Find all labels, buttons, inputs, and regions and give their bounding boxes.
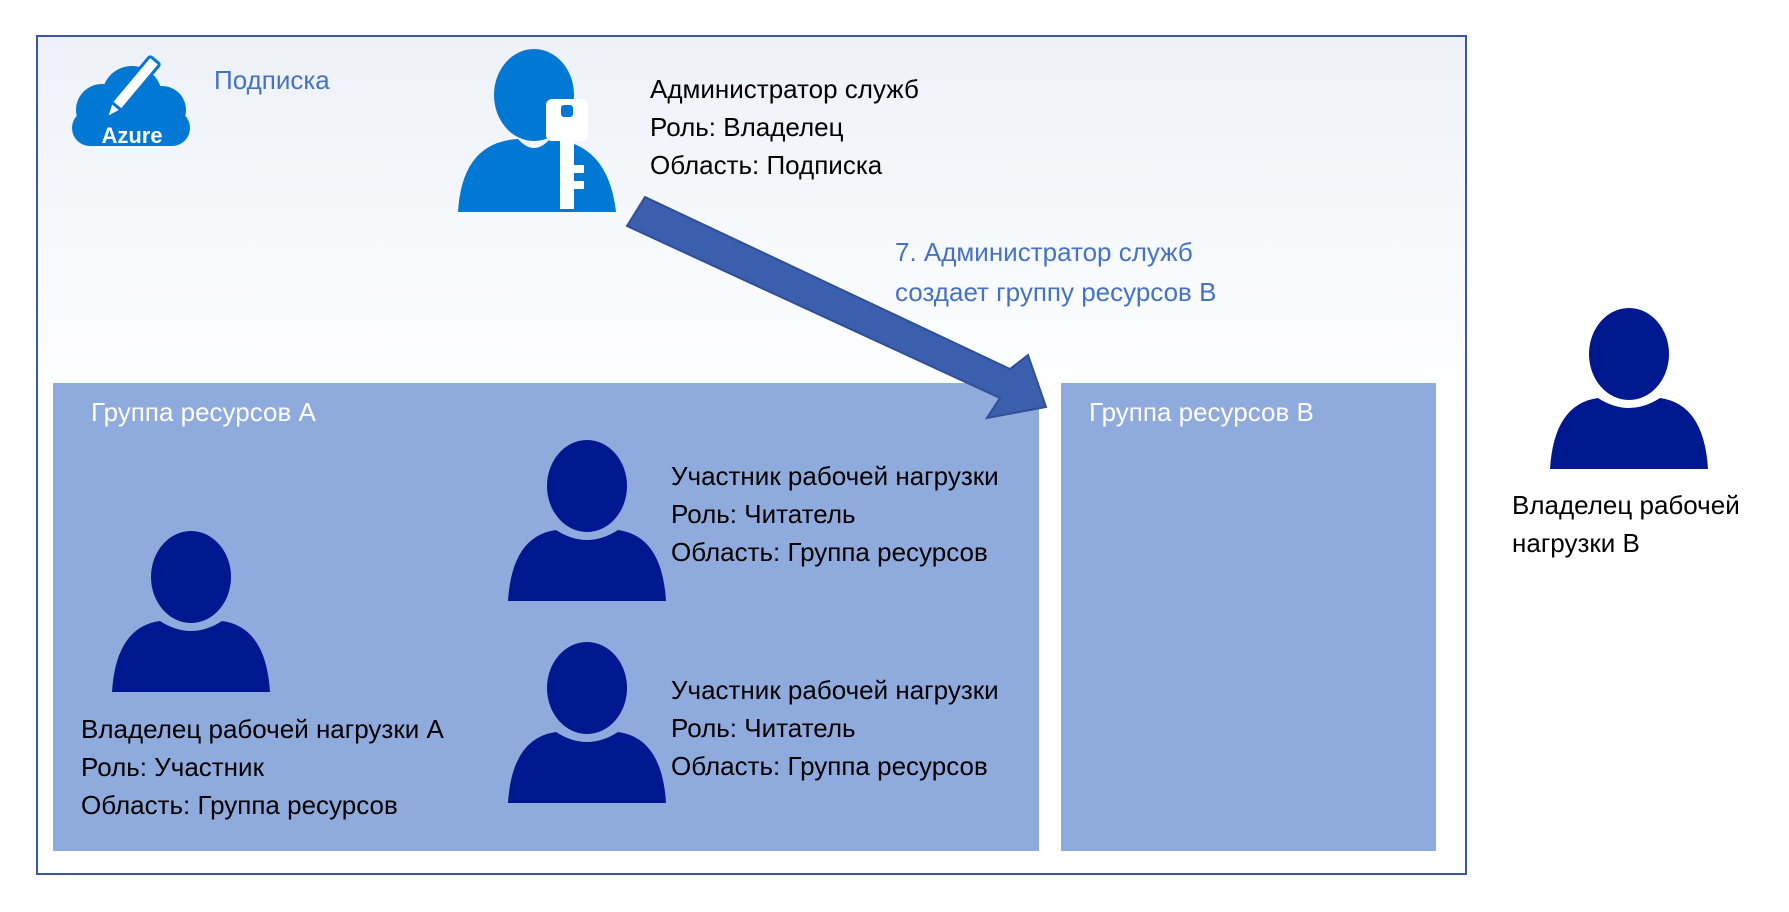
person-icon-owner-b <box>1550 308 1708 469</box>
owner-a-scope: Область: Группа ресурсов <box>81 790 398 820</box>
owner-a-role: Роль: Участник <box>81 752 264 782</box>
member-1-name: Участник рабочей нагрузки <box>671 461 999 491</box>
member-1-info: Участник рабочей нагрузки Роль: Читатель… <box>671 457 999 571</box>
owner-b-label: Владелец рабочей нагрузки B <box>1512 486 1740 562</box>
azure-badge: Azure <box>101 123 162 148</box>
member-1-scope: Область: Группа ресурсов <box>671 537 988 567</box>
step-line-2: создает группу ресурсов B <box>895 277 1217 307</box>
owner-b-line-1: Владелец рабочей <box>1512 490 1740 520</box>
step-label: 7. Администратор служб создает группу ре… <box>895 232 1216 312</box>
admin-key-icon <box>458 49 616 212</box>
person-icon-member-2 <box>508 642 666 803</box>
member-2-name: Участник рабочей нагрузки <box>671 675 999 705</box>
member-2-scope: Область: Группа ресурсов <box>671 751 988 781</box>
resource-group-b <box>1061 383 1436 851</box>
owner-a-name: Владелец рабочей нагрузки A <box>81 714 444 744</box>
member-1-role: Роль: Читатель <box>671 499 856 529</box>
azure-cloud-icon: Azure <box>72 55 190 148</box>
subscription-label: Подписка <box>214 65 330 95</box>
owner-b-line-2: нагрузки B <box>1512 528 1640 558</box>
resource-group-b-title: Группа ресурсов B <box>1089 397 1314 427</box>
admin-name: Администратор служб <box>650 74 919 104</box>
person-icon-owner-a <box>112 531 270 692</box>
admin-info: Администратор служб Роль: Владелец Облас… <box>650 70 919 184</box>
member-2-info: Участник рабочей нагрузки Роль: Читатель… <box>671 671 999 785</box>
resource-group-a-title: Группа ресурсов A <box>91 397 316 427</box>
person-icon-member-1 <box>508 440 666 601</box>
owner-a-info: Владелец рабочей нагрузки A Роль: Участн… <box>81 710 444 824</box>
admin-scope: Область: Подписка <box>650 150 883 180</box>
step-line-1: 7. Администратор служб <box>895 237 1193 267</box>
member-2-role: Роль: Читатель <box>671 713 856 743</box>
admin-role: Роль: Владелец <box>650 112 844 142</box>
